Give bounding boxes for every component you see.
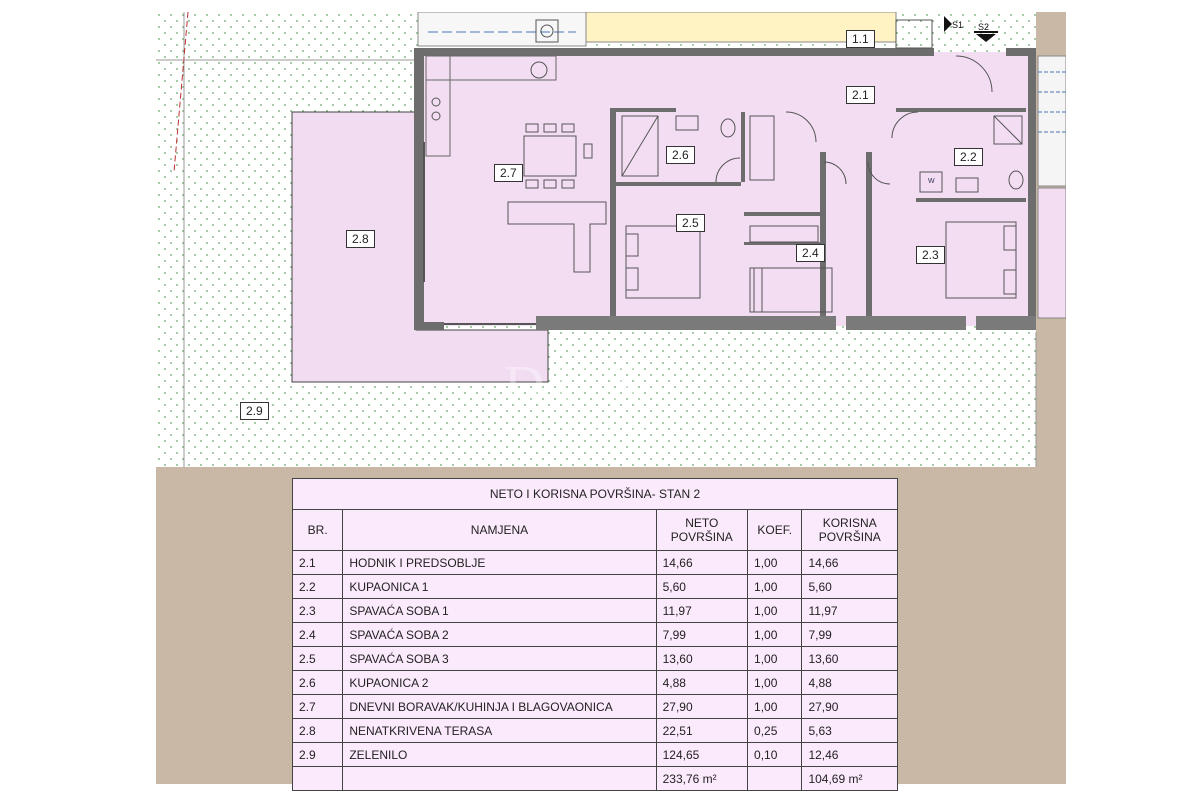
cell-namjena: ZELENILO <box>342 742 657 767</box>
room-label-2-8: 2.8 <box>346 230 375 248</box>
room-label-2-9: 2.9 <box>240 402 269 420</box>
cell-korisna: 5,63 <box>801 718 898 743</box>
cell-neto: 11,97 <box>655 598 749 623</box>
room-label-2-5: 2.5 <box>676 214 705 232</box>
section-mark-s2 <box>976 34 996 42</box>
cell-neto: 14,66 <box>655 550 749 575</box>
cell-br: 2.7 <box>291 694 344 719</box>
section-mark-s1 <box>944 16 952 32</box>
section-label-s1: S1 <box>952 20 964 30</box>
cell-namjena: KUPAONICA 1 <box>342 574 657 599</box>
watermark-subtitle: REAL ESTATE <box>552 428 651 439</box>
cell-korisna: 14,66 <box>801 550 898 575</box>
cell-korisna: 7,99 <box>801 622 898 647</box>
header-br: BR. <box>291 509 344 551</box>
cell-neto: 22,51 <box>655 718 749 743</box>
section-label-s2: S2 <box>978 22 990 32</box>
cell-namjena: NENATKRIVENA TERASA <box>342 718 657 743</box>
cell-korisna: 27,90 <box>801 694 898 719</box>
sofa <box>507 201 607 273</box>
room-label-2-2: 2.2 <box>954 148 983 166</box>
cell-namjena: SPAVAĆA SOBA 1 <box>342 598 657 623</box>
apartment-interior <box>418 52 1034 326</box>
header-korisna: KORISNA POVRŠINA <box>801 509 898 551</box>
cell-br: 2.6 <box>291 670 344 695</box>
table-caption: NETO I KORISNA POVRŠINA- STAN 2 <box>292 478 898 510</box>
cell-neto: 5,60 <box>655 574 749 599</box>
totals-empty-br <box>291 766 344 791</box>
cell-korisna: 12,46 <box>801 742 898 767</box>
dining-table <box>523 135 577 177</box>
header-namjena: NAMJENA <box>342 509 657 551</box>
cell-neto: 7,99 <box>655 622 749 647</box>
cell-namjena: HODNIK I PREDSOBLJE <box>342 550 657 575</box>
cell-neto: 124,65 <box>655 742 749 767</box>
plan-sheet: 1.1 2.1 2.2 2.3 2.4 2.5 2.6 2.7 2.8 2.9 … <box>156 12 1066 784</box>
cell-koef: 0,10 <box>747 742 803 767</box>
room-label-1-1: 1.1 <box>846 30 875 48</box>
room-label-2-3: 2.3 <box>916 246 945 264</box>
total-korisna: 104,69 m² <box>801 766 898 791</box>
cell-namjena: SPAVAĆA SOBA 3 <box>342 646 657 671</box>
room-label-2-4: 2.4 <box>796 244 825 262</box>
cell-br: 2.5 <box>291 646 344 671</box>
cell-neto: 27,90 <box>655 694 749 719</box>
cell-koef: 1,00 <box>747 670 803 695</box>
cell-namjena: DNEVNI BORAVAK/KUHINJA I BLAGOVAONICA <box>342 694 657 719</box>
cell-koef: 1,00 <box>747 550 803 575</box>
cell-koef: 1,00 <box>747 598 803 623</box>
watermark-logo: DUX <box>504 355 656 417</box>
cell-namjena: KUPAONICA 2 <box>342 670 657 695</box>
totals-empty-koef <box>747 766 803 791</box>
cell-br: 2.8 <box>291 718 344 743</box>
cell-koef: 0,25 <box>747 718 803 743</box>
totals-empty-namjena <box>342 766 657 791</box>
cell-korisna: 4,88 <box>801 670 898 695</box>
header-koef: KOEF. <box>747 509 803 551</box>
cell-namjena: SPAVAĆA SOBA 2 <box>342 622 657 647</box>
yellow-strip <box>585 12 897 43</box>
cell-korisna: 11,97 <box>801 598 898 623</box>
header-neto: NETO POVRŠINA <box>655 509 749 551</box>
washer-label: W <box>928 178 935 185</box>
cell-br: 2.2 <box>291 574 344 599</box>
cell-neto: 4,88 <box>655 670 749 695</box>
cell-korisna: 5,60 <box>801 574 898 599</box>
totals-row: 233,76 m² 104,69 m² <box>291 766 898 791</box>
floor-plan <box>156 12 1066 467</box>
cell-koef: 1,00 <box>747 622 803 647</box>
cell-koef: 1,00 <box>747 694 803 719</box>
room-label-2-1: 2.1 <box>846 86 875 104</box>
room-label-2-7: 2.7 <box>494 164 523 182</box>
cell-br: 2.1 <box>291 550 344 575</box>
cell-neto: 13,60 <box>655 646 749 671</box>
cell-br: 2.4 <box>291 622 344 647</box>
cell-br: 2.3 <box>291 598 344 623</box>
area-table: NETO I KORISNA POVRŠINA- STAN 2 BR. NAMJ… <box>291 478 898 791</box>
room-label-2-6: 2.6 <box>666 146 695 164</box>
cell-korisna: 13,60 <box>801 646 898 671</box>
cell-br: 2.9 <box>291 742 344 767</box>
cell-koef: 1,00 <box>747 574 803 599</box>
total-neto: 233,76 m² <box>655 766 749 791</box>
cell-koef: 1,00 <box>747 646 803 671</box>
